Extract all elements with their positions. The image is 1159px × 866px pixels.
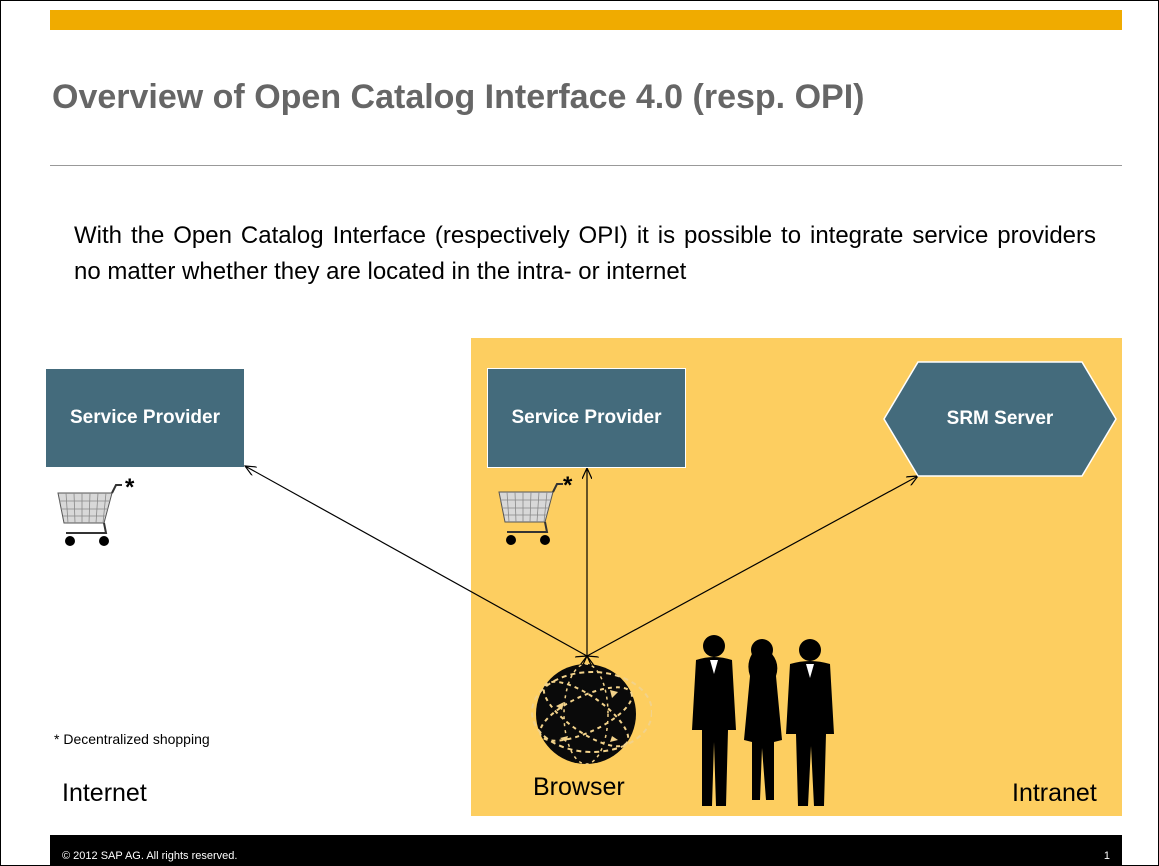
slide-title: Overview of Open Catalog Interface 4.0 (… xyxy=(52,78,865,116)
asterisk-mark: * xyxy=(125,474,135,501)
internet-label: Internet xyxy=(62,779,147,807)
globe-icon xyxy=(526,656,653,777)
business-people-icon xyxy=(686,630,838,815)
arrow-to-srm-server xyxy=(587,476,918,656)
service-provider-internet: Service Provider xyxy=(46,369,244,467)
page-number: 1 xyxy=(1103,850,1110,862)
intranet-label: Intranet xyxy=(1012,779,1097,807)
shopping-cart-icon xyxy=(54,481,124,556)
footer-bar: © 2012 SAP AG. All rights reserved. 1 xyxy=(50,835,1122,866)
copyright-text: © 2012 SAP AG. All rights reserved. xyxy=(62,850,238,862)
asterisk-mark: * xyxy=(563,472,573,499)
service-provider-intranet: Service Provider xyxy=(487,368,686,468)
arrow-to-internet-provider xyxy=(245,466,587,656)
srm-server-label: SRM Server xyxy=(946,408,1054,429)
srm-server-node: SRM Server xyxy=(882,361,1118,477)
accent-bar xyxy=(50,10,1122,30)
title-divider xyxy=(50,165,1122,166)
shopping-cart-icon xyxy=(495,480,565,555)
browser-label: Browser xyxy=(533,773,625,801)
footnote: * Decentralized shopping xyxy=(54,731,210,747)
intro-text: With the Open Catalog Interface (respect… xyxy=(74,222,1096,285)
